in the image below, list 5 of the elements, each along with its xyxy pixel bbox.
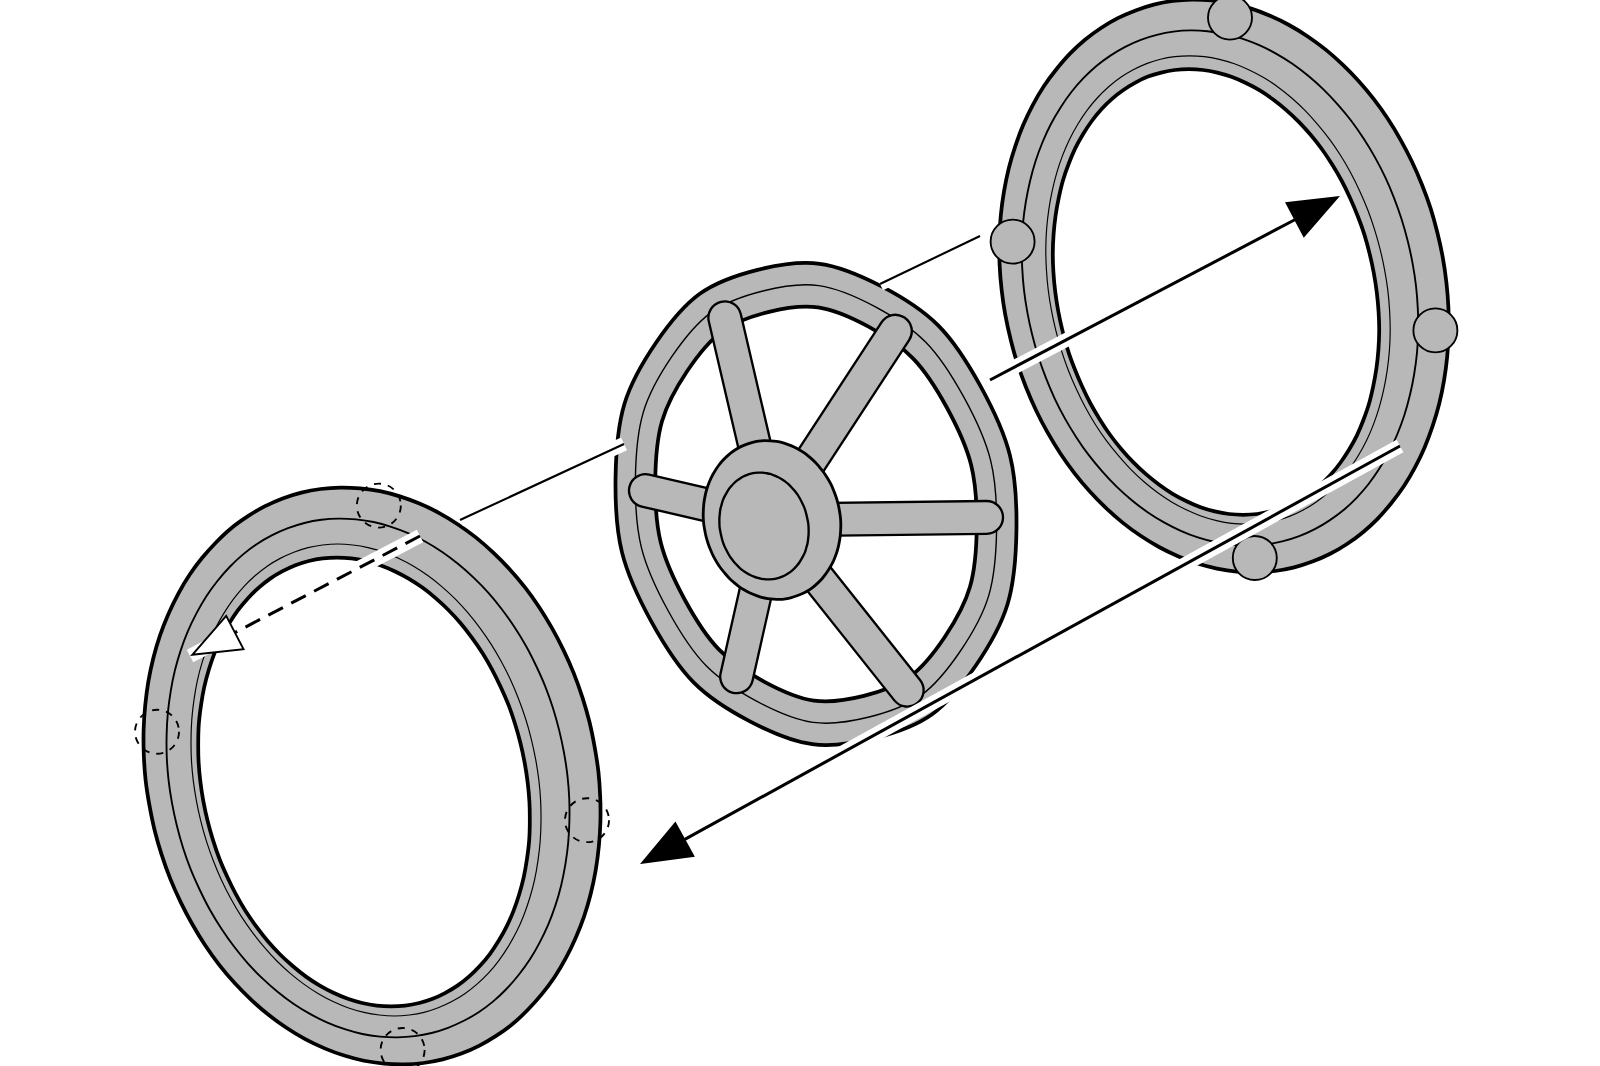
- ring-drawing: [134, 482, 610, 1066]
- connector-line: [457, 437, 627, 527]
- ring-drawing: [989, 0, 1459, 581]
- connector-line: [876, 229, 984, 291]
- hub-drawing: [613, 261, 1019, 747]
